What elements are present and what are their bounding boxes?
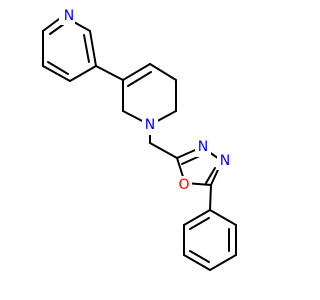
pyridine-ring bbox=[42, 15, 97, 82]
phenyl-ring bbox=[183, 209, 237, 271]
bond bbox=[69, 65, 97, 82]
oxadiazole-nitrogen-4-label: N bbox=[220, 153, 230, 169]
oxadiazole-nitrogen-3-label: N bbox=[198, 139, 208, 155]
bond bbox=[127, 71, 152, 87]
piperidine-nitrogen-label: N bbox=[145, 117, 155, 133]
bond bbox=[209, 254, 237, 271]
bond bbox=[42, 65, 71, 82]
molecule-diagram: N N N N O bbox=[42, 7, 237, 271]
bond bbox=[189, 250, 210, 263]
pyridine-nitrogen-label: N bbox=[64, 8, 74, 24]
bond bbox=[189, 217, 210, 230]
bond bbox=[49, 23, 65, 35]
bond bbox=[149, 142, 178, 159]
bond bbox=[205, 167, 216, 184]
bond bbox=[47, 61, 69, 75]
bond bbox=[183, 209, 211, 226]
bond bbox=[122, 63, 151, 81]
bond bbox=[183, 254, 211, 271]
bond bbox=[209, 184, 212, 211]
molecule-structure: N N N N O bbox=[42, 7, 237, 271]
bond bbox=[209, 209, 237, 226]
bond bbox=[149, 63, 177, 81]
bond bbox=[95, 65, 124, 81]
tetrahydropyridine-ring bbox=[122, 63, 177, 126]
bond bbox=[89, 30, 97, 67]
bond bbox=[83, 34, 90, 63]
oxadiazole-oxygen-label: O bbox=[178, 177, 189, 193]
